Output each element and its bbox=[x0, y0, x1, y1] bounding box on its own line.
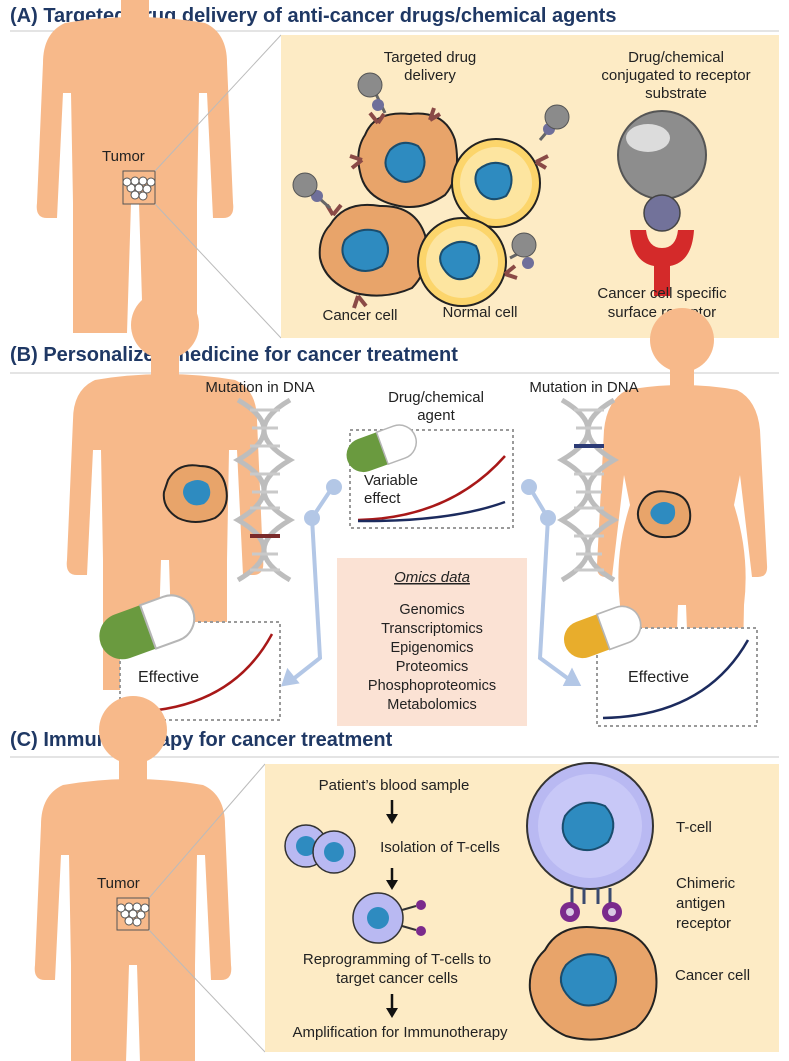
receptor-line1: Cancer cell specific bbox=[597, 285, 727, 302]
dna-helix-left bbox=[233, 397, 295, 583]
normal-cell-bottom bbox=[417, 217, 537, 307]
car-label-line1: Chimeric bbox=[676, 875, 736, 892]
step-blood-sample: Patient’s blood sample bbox=[319, 777, 470, 794]
omics-item-phosphoproteomics: Phosphoproteomics bbox=[368, 678, 496, 694]
down-arrow-2 bbox=[386, 868, 398, 890]
panel-c-heading: (C) Immunotherapy for cancer treatment bbox=[10, 729, 393, 751]
panel-c-box bbox=[265, 764, 779, 1052]
cancer-cell-top bbox=[349, 72, 458, 208]
mutation-label-left: Mutation in DNA bbox=[205, 379, 314, 396]
drug-conjugate-diagram bbox=[617, 110, 707, 296]
cancer-cell-bottom bbox=[292, 172, 428, 309]
zoom-line-a-top bbox=[154, 34, 282, 172]
step-isolation: Isolation of T-cells bbox=[380, 839, 500, 856]
effective-label-right: Effective bbox=[628, 669, 689, 686]
mutation-label-right: Mutation in DNA bbox=[529, 379, 638, 396]
step-reprogramming-line1: Reprogramming of T-cells to bbox=[303, 951, 491, 968]
omics-item-transcriptomics: Transcriptomics bbox=[381, 621, 483, 637]
connector-arrow-left bbox=[281, 479, 342, 687]
cancer-cell-large bbox=[528, 926, 658, 1041]
omics-item-metabolomics: Metabolomics bbox=[387, 697, 476, 713]
cancer-cell-b-right bbox=[636, 490, 692, 539]
step-reprogramming-line2: target cancer cells bbox=[336, 970, 458, 987]
zoom-line-c-bottom bbox=[148, 929, 266, 1053]
variable-line2: effect bbox=[364, 490, 401, 507]
drug-label-line1: Drug/chemical bbox=[388, 389, 484, 406]
car-label-line2: antigen bbox=[676, 895, 725, 912]
conjugate-line1: Drug/chemical bbox=[628, 49, 724, 66]
tumor-label-a: Tumor bbox=[102, 148, 145, 165]
variable-curve-navy bbox=[357, 500, 506, 523]
cancer-cell-b-left bbox=[162, 464, 228, 523]
omics-item-epigenomics: Epigenomics bbox=[390, 640, 473, 656]
cancer-cell-label-c: Cancer cell bbox=[675, 967, 750, 984]
targeted-delivery-line2: delivery bbox=[404, 67, 456, 84]
targeted-delivery-line1: Targeted drug bbox=[384, 49, 477, 66]
dna-helix-right bbox=[557, 397, 619, 583]
down-arrow-1 bbox=[386, 800, 398, 824]
step-amplification: Amplification for Immunotherapy bbox=[292, 1024, 508, 1041]
variable-curve-red bbox=[357, 455, 506, 522]
tcell-pair-icon bbox=[284, 824, 356, 874]
normal-cell-right bbox=[451, 104, 570, 228]
zoom-line-c-top bbox=[148, 763, 266, 899]
omics-item-proteomics: Proteomics bbox=[396, 659, 469, 675]
human-figure-a bbox=[36, 0, 234, 333]
connector-arrow-right bbox=[521, 479, 582, 686]
down-arrow-3 bbox=[386, 994, 398, 1018]
tcell-label: T-cell bbox=[676, 819, 712, 836]
conjugate-line3: substrate bbox=[645, 85, 707, 102]
omics-title: Omics data bbox=[394, 569, 470, 586]
cancer-cell-label-a: Cancer cell bbox=[322, 307, 397, 324]
reprogrammed-tcell-icon bbox=[352, 892, 426, 944]
car-receptors bbox=[560, 888, 622, 922]
panel-b-heading: (B) Personalized medicine for cancer tre… bbox=[10, 344, 458, 366]
effective-label-left: Effective bbox=[138, 669, 199, 686]
effective-curve-right bbox=[602, 639, 750, 720]
omics-item-genomics: Genomics bbox=[399, 602, 464, 618]
omics-box bbox=[337, 558, 527, 726]
car-label-line3: receptor bbox=[676, 915, 731, 932]
drug-label-line2: agent bbox=[417, 407, 455, 424]
variable-line1: Variable bbox=[364, 472, 418, 489]
tcell-large bbox=[526, 762, 654, 890]
normal-cell-label-a: Normal cell bbox=[442, 304, 517, 321]
tumor-label-c: Tumor bbox=[97, 875, 140, 892]
conjugate-line2: conjugated to receptor bbox=[601, 67, 750, 84]
zoom-line-a-bottom bbox=[154, 203, 282, 339]
